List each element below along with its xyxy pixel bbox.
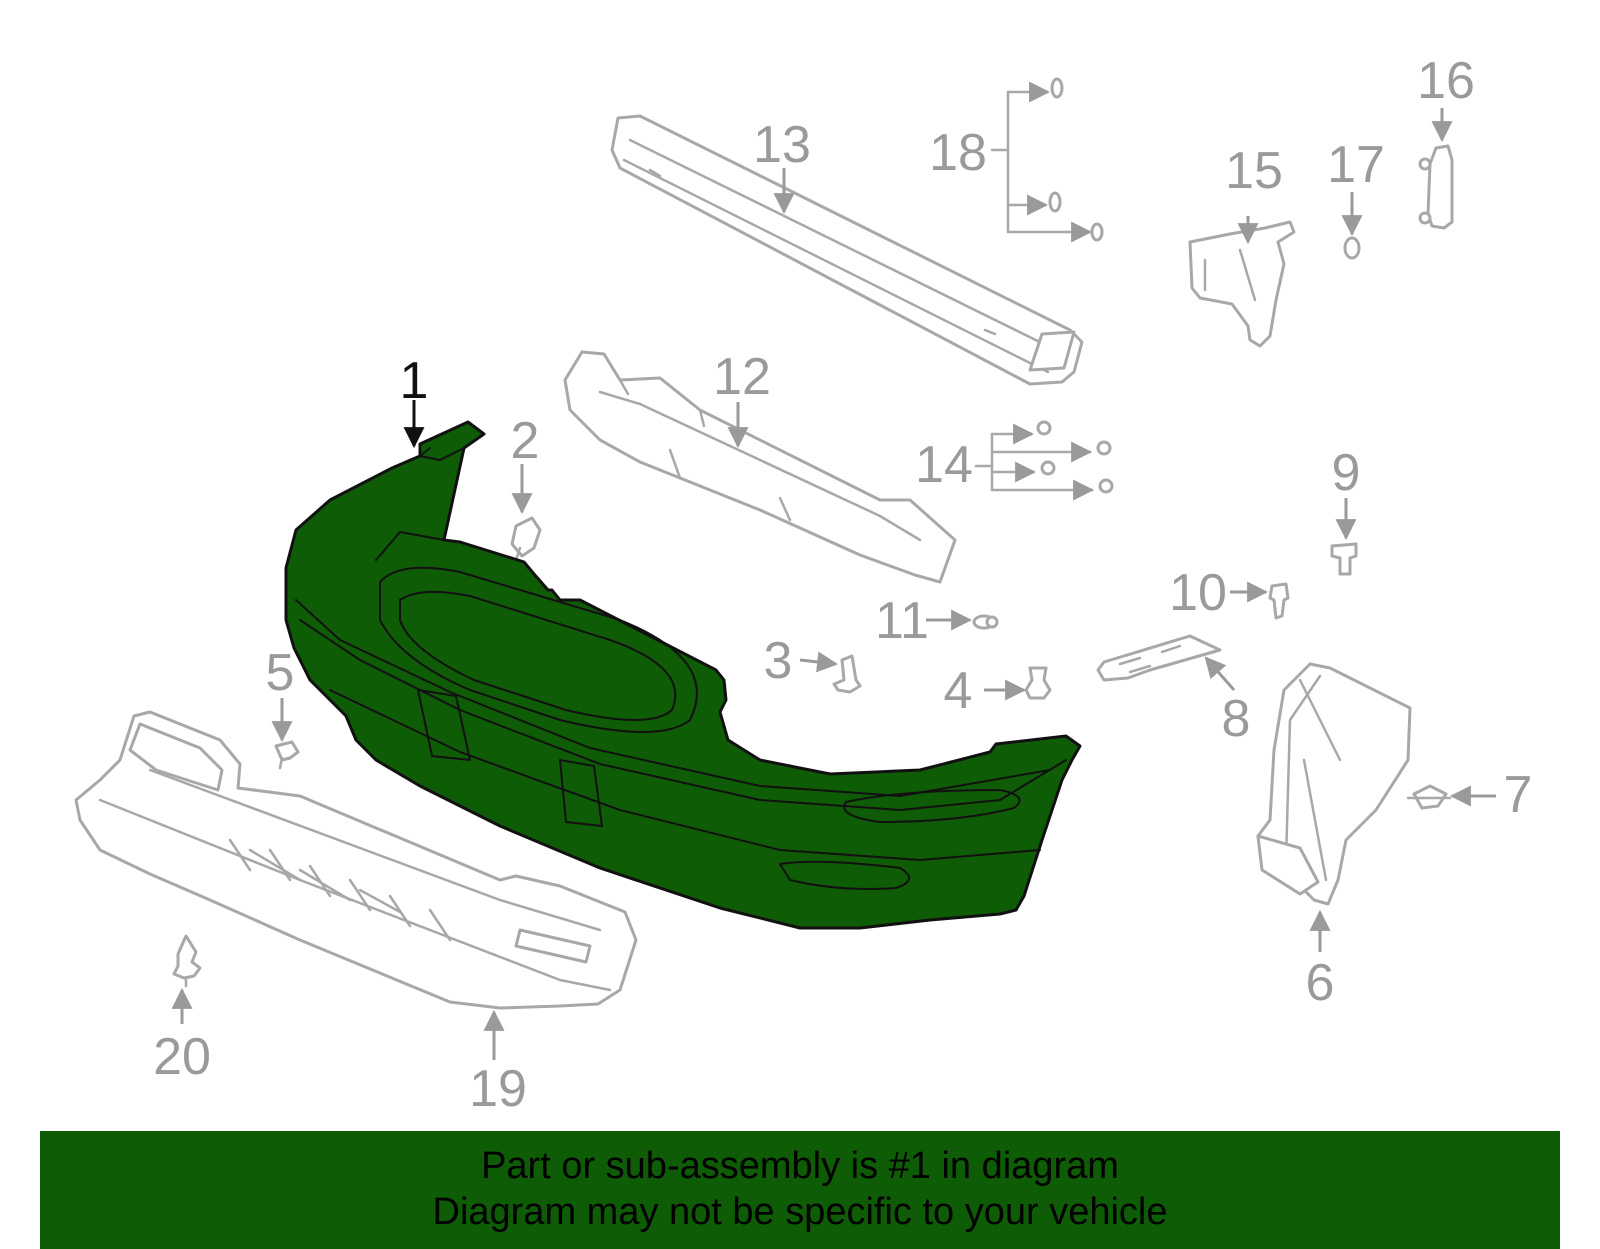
callout-19[interactable]: 19 xyxy=(469,1060,527,1118)
part-7-clip[interactable] xyxy=(1406,784,1452,810)
part-14-bolts[interactable] xyxy=(974,420,1114,501)
part-17-clip[interactable] xyxy=(1343,236,1361,260)
part-12-absorber[interactable] xyxy=(563,350,957,584)
part-1-bumper-cover[interactable] xyxy=(284,420,1082,930)
part-19-deflector[interactable] xyxy=(74,710,638,1010)
part-18-bolts[interactable] xyxy=(990,77,1104,243)
callout-5[interactable]: 5 xyxy=(266,644,295,702)
callout-18[interactable]: 18 xyxy=(929,124,987,182)
part-10-screw[interactable] xyxy=(1268,582,1290,620)
part-3-screw[interactable] xyxy=(832,654,862,694)
callout-12[interactable]: 12 xyxy=(713,348,771,406)
callout-6[interactable]: 6 xyxy=(1306,954,1335,1012)
callout-1[interactable]: 1 xyxy=(400,352,429,410)
part-6-splash-shield[interactable] xyxy=(1256,662,1412,906)
part-2-pushpin[interactable] xyxy=(510,516,542,562)
part-15-bracket[interactable] xyxy=(1188,220,1296,348)
callout-3[interactable]: 3 xyxy=(764,632,793,690)
callout-13[interactable]: 13 xyxy=(753,116,811,174)
callout-8[interactable]: 8 xyxy=(1222,690,1251,748)
callout-14[interactable]: 14 xyxy=(915,436,973,494)
banner-line-1: Part or sub-assembly is #1 in diagram xyxy=(481,1145,1119,1187)
callout-arrows xyxy=(171,108,1496,1060)
part-16-retainer[interactable] xyxy=(1418,144,1454,230)
callout-16[interactable]: 16 xyxy=(1417,52,1475,110)
callout-20[interactable]: 20 xyxy=(153,1028,211,1086)
part-8-bracket[interactable] xyxy=(1096,634,1222,682)
callout-labels: 1 2 3 4 5 6 7 8 9 10 11 12 13 14 15 16 1… xyxy=(153,52,1532,1118)
part-13-reinforcement[interactable] xyxy=(610,114,1084,386)
part-9-pushpin[interactable] xyxy=(1330,542,1358,576)
info-banner: Part or sub-assembly is #1 in diagram Di… xyxy=(40,1131,1560,1249)
callout-2[interactable]: 2 xyxy=(511,412,540,470)
callout-17[interactable]: 17 xyxy=(1327,136,1385,194)
part-20-pushpin[interactable] xyxy=(172,934,202,988)
callout-10[interactable]: 10 xyxy=(1169,564,1227,622)
callout-11[interactable]: 11 xyxy=(875,592,929,650)
callout-9[interactable]: 9 xyxy=(1332,444,1361,502)
part-5-clip[interactable] xyxy=(274,740,300,770)
callout-4[interactable]: 4 xyxy=(944,662,973,720)
part-4-nut[interactable] xyxy=(1024,666,1052,700)
part-11-screw[interactable] xyxy=(972,614,999,630)
callout-7[interactable]: 7 xyxy=(1504,766,1533,824)
banner-line-2: Diagram may not be specific to your vehi… xyxy=(432,1191,1168,1233)
callout-15[interactable]: 15 xyxy=(1225,142,1283,200)
